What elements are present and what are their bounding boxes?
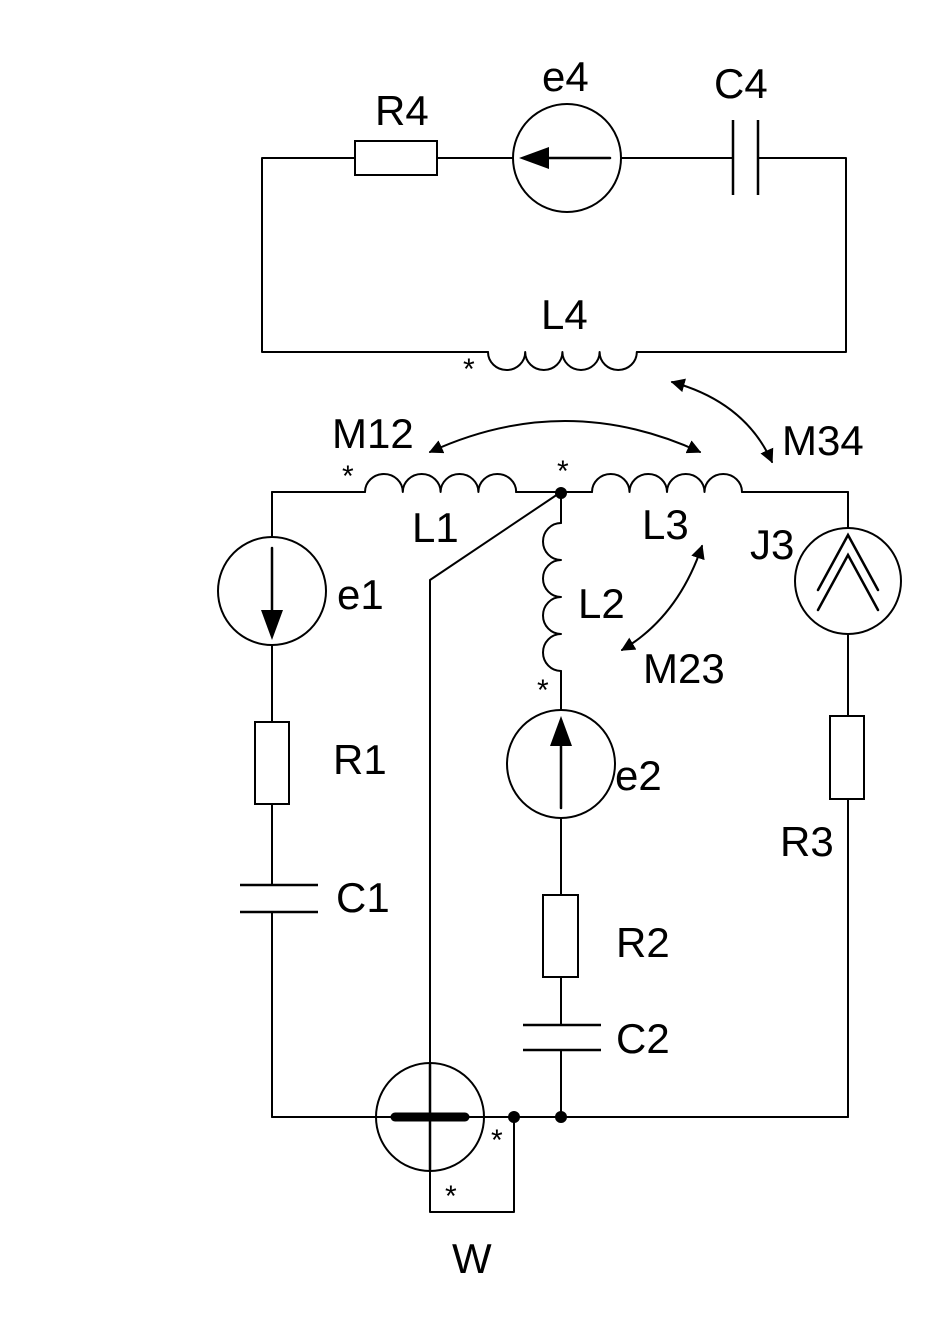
resistor-r3 <box>829 715 865 800</box>
resistor-r2 <box>542 894 579 978</box>
node-bottom <box>555 1111 567 1123</box>
label-l2: L2 <box>578 580 625 627</box>
polarity-mark-l3: * <box>557 455 569 488</box>
label-e2: e2 <box>615 752 662 799</box>
label-e4: e4 <box>542 53 589 100</box>
label-r4: R4 <box>375 87 429 134</box>
polarity-mark-w-voltage: * <box>445 1180 457 1213</box>
inductor-l3 <box>591 473 743 493</box>
inductor-l2 <box>542 522 562 672</box>
voltage-source-e2 <box>506 709 616 819</box>
upper-loop <box>261 103 847 371</box>
capacitor-c1 <box>240 883 318 914</box>
label-l4: L4 <box>541 291 588 338</box>
polarity-mark-l4: * <box>463 353 475 386</box>
label-c2: C2 <box>616 1015 670 1062</box>
label-c1: C1 <box>336 874 390 921</box>
inductor-l1 <box>364 473 518 493</box>
label-l1: L1 <box>412 504 459 551</box>
upper-loop-wire-right <box>636 157 847 353</box>
mutual-arrow-m23 <box>620 544 705 651</box>
capacitor-c4 <box>731 120 760 195</box>
lower-circuit <box>217 473 902 1213</box>
inductor-l4 <box>487 351 638 371</box>
resistor-r4 <box>354 140 438 176</box>
label-r2: R2 <box>616 919 670 966</box>
node-top <box>555 487 567 499</box>
label-m12: M12 <box>332 410 414 457</box>
wattmeter-voltage-lead <box>429 491 562 1213</box>
label-m23: M23 <box>643 645 725 692</box>
label-m34: M34 <box>782 417 864 464</box>
polarity-mark-l2: * <box>537 674 549 707</box>
node-wattmeter <box>508 1111 520 1123</box>
capacitor-c2 <box>523 1023 601 1052</box>
label-e1: e1 <box>337 571 384 618</box>
polarity-mark-l1: * <box>342 460 354 493</box>
current-source-j3 <box>794 527 902 635</box>
polarity-mark-w-current: * <box>491 1124 503 1157</box>
label-c4: C4 <box>714 60 768 107</box>
label-r3: R3 <box>780 818 834 865</box>
label-j3: J3 <box>750 521 794 568</box>
voltage-source-e1 <box>217 536 327 646</box>
mutual-arrow-m34 <box>670 378 774 464</box>
label-r1: R1 <box>333 736 387 783</box>
upper-loop-wire <box>261 157 489 353</box>
wattmeter-w <box>375 1061 485 1173</box>
label-w: W <box>452 1235 492 1282</box>
voltage-source-e4 <box>512 103 622 213</box>
mutual-arrow-m12 <box>428 420 702 454</box>
resistor-r1 <box>254 721 290 805</box>
label-l3: L3 <box>642 501 689 548</box>
